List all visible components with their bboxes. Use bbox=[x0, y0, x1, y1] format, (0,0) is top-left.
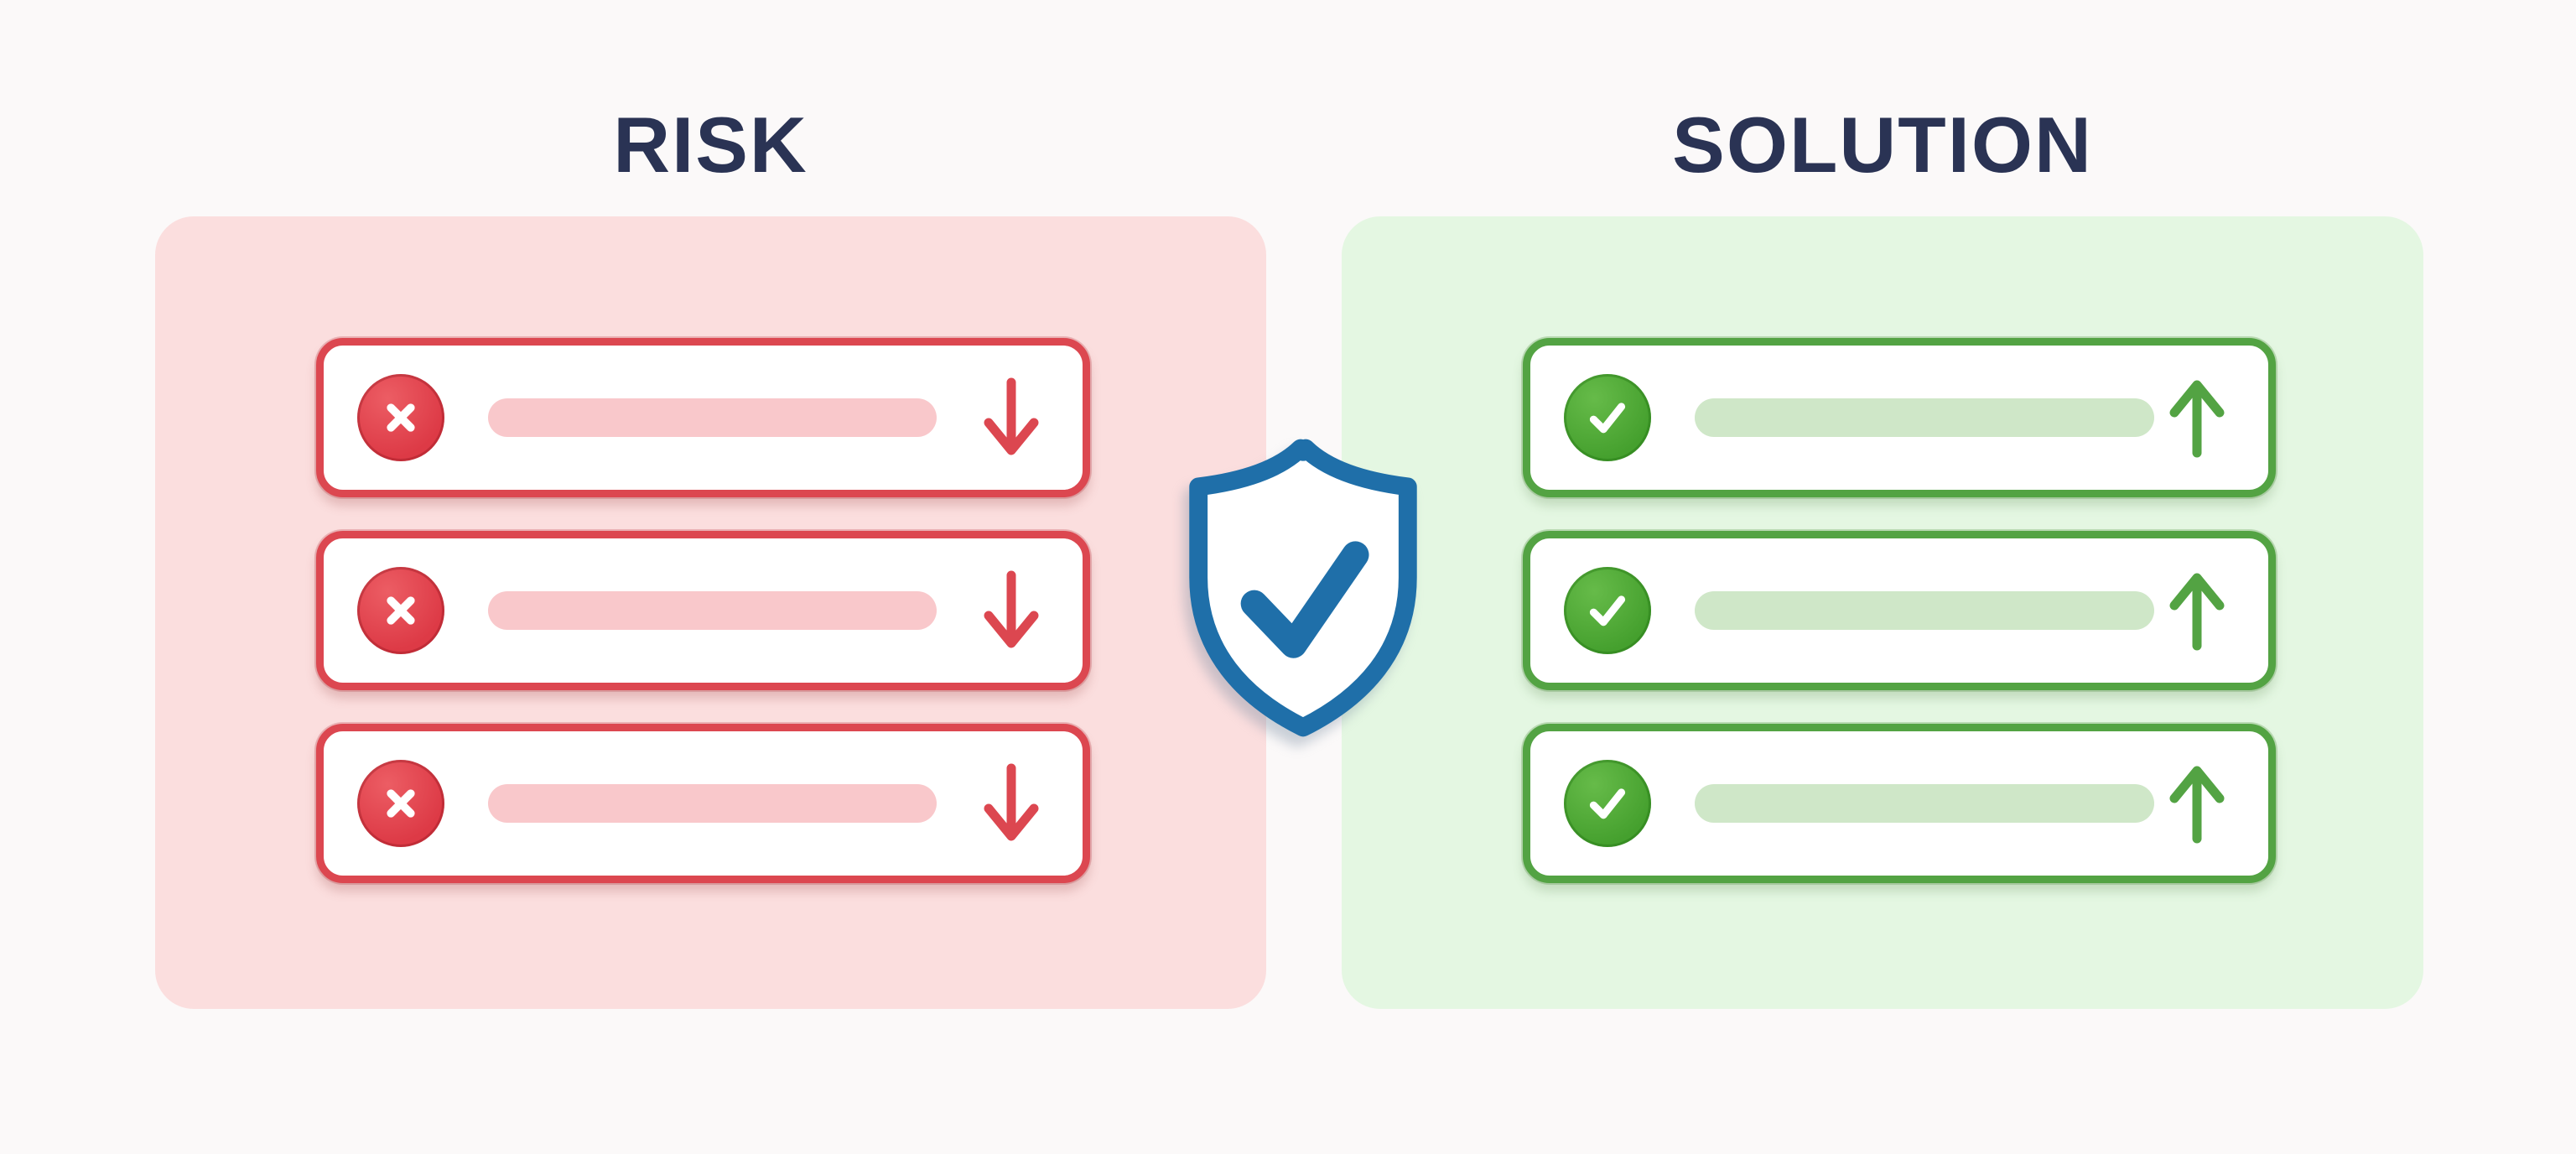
solution-panel bbox=[1342, 216, 2423, 1009]
solution-title: SOLUTION bbox=[1672, 101, 2093, 189]
check-circle-icon bbox=[1564, 374, 1651, 461]
text-placeholder-bar bbox=[1695, 784, 2154, 823]
text-placeholder-bar bbox=[1695, 398, 2154, 437]
risk-item-row bbox=[316, 531, 1090, 690]
check-circle-icon bbox=[1564, 567, 1651, 654]
risk-item-row bbox=[316, 724, 1090, 883]
solution-items bbox=[1523, 338, 2276, 883]
arrow-up-icon bbox=[2169, 573, 2225, 651]
solution-item-row bbox=[1523, 724, 2276, 883]
arrow-down-icon bbox=[984, 763, 1039, 841]
x-circle-icon bbox=[357, 567, 444, 654]
text-placeholder-bar bbox=[488, 784, 937, 823]
risk-items bbox=[316, 338, 1090, 883]
risk-item-row bbox=[316, 338, 1090, 497]
arrow-down-icon bbox=[984, 377, 1039, 455]
risk-panel bbox=[155, 216, 1266, 1009]
text-placeholder-bar bbox=[1695, 591, 2154, 630]
solution-item-row bbox=[1523, 338, 2276, 497]
risk-title: RISK bbox=[613, 101, 808, 189]
x-circle-icon bbox=[357, 760, 444, 847]
text-placeholder-bar bbox=[488, 591, 937, 630]
x-circle-icon bbox=[357, 374, 444, 461]
arrow-up-icon bbox=[2169, 766, 2225, 844]
check-circle-icon bbox=[1564, 760, 1651, 847]
arrow-up-icon bbox=[2169, 380, 2225, 458]
arrow-down-icon bbox=[984, 570, 1039, 648]
text-placeholder-bar bbox=[488, 398, 937, 437]
solution-item-row bbox=[1523, 531, 2276, 690]
shield-check-icon bbox=[1189, 439, 1417, 737]
